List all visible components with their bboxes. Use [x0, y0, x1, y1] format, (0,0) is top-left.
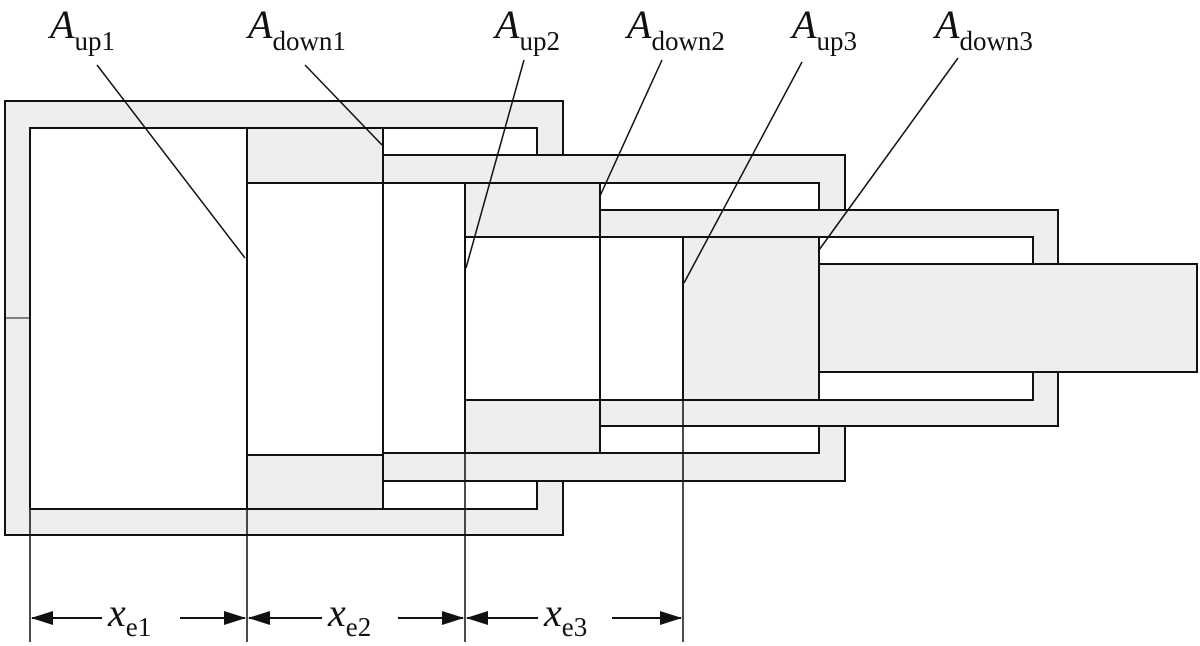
dimension-arrows: [31, 611, 682, 625]
label-a-down3: Adown3: [932, 2, 1033, 56]
leader-a-up3: [683, 61, 803, 284]
stage3-piston-rod: [682, 236, 1198, 401]
label-a-up3-main: A: [789, 2, 817, 47]
label-a-up1: Aup1: [47, 2, 115, 56]
label-a-up3-sub: up3: [816, 26, 857, 56]
label-xe2: xe2: [327, 590, 371, 642]
dim-xe2-arrow-right: [442, 611, 464, 625]
label-a-down1-sub: down1: [272, 26, 346, 56]
dim-xe1-arrow-right: [224, 611, 246, 625]
stage2-piston-top: [464, 182, 601, 238]
label-a-down3-sub: down3: [959, 26, 1033, 56]
label-a-down2: Adown2: [624, 2, 725, 56]
label-xe1-sub: e1: [126, 612, 151, 642]
label-xe1-main: x: [107, 590, 126, 635]
label-a-up3: Aup3: [789, 2, 857, 56]
label-xe3-main: x: [543, 590, 562, 635]
stage3-piston: [682, 236, 820, 401]
leader-a-down3: [818, 57, 959, 251]
label-xe2-main: x: [327, 590, 346, 635]
leader-lines: [96, 57, 959, 284]
stage2-piston-bottom: [464, 399, 601, 454]
stage1-piston-top: [246, 127, 384, 184]
label-a-down1: Adown1: [245, 2, 346, 56]
label-a-up2-sub: up2: [519, 26, 560, 56]
label-a-up2: Aup2: [492, 2, 560, 56]
label-xe1: xe1: [107, 590, 151, 642]
label-a-up1-main: A: [47, 2, 75, 47]
label-a-down2-sub: down2: [651, 26, 725, 56]
stage3-rod: [818, 263, 1198, 373]
extension-lines: [29, 400, 684, 642]
dim-xe2-arrow-left: [248, 611, 270, 625]
dim-xe1-arrow-left: [31, 611, 53, 625]
label-xe3: xe3: [543, 590, 587, 642]
label-a-up1-sub: up1: [74, 26, 115, 56]
leader-a-down1: [304, 64, 383, 146]
dim-xe3-arrow-left: [466, 611, 488, 625]
leader-a-up1: [96, 64, 246, 259]
label-xe3-sub: e3: [562, 612, 587, 642]
leader-a-down2: [599, 59, 663, 197]
label-a-down2-main: A: [624, 2, 652, 47]
label-a-down3-main: A: [932, 2, 960, 47]
label-xe2-sub: e2: [346, 612, 371, 642]
label-a-down1-main: A: [245, 2, 273, 47]
label-a-up2-main: A: [492, 2, 520, 47]
leader-a-up2: [465, 59, 525, 269]
stage1-piston-bottom: [246, 454, 384, 510]
dim-xe3-arrow-right: [660, 611, 682, 625]
